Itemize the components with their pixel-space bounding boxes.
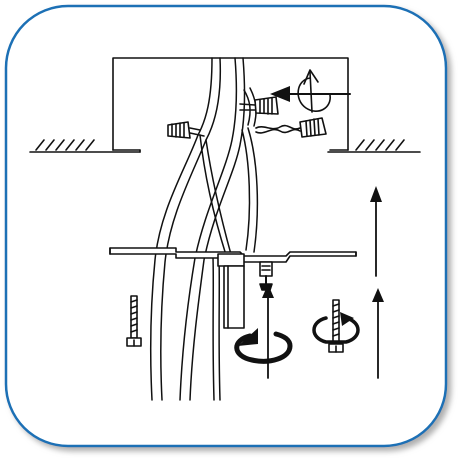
rotate-arrow-right-icon (312, 312, 360, 344)
center-stem (217, 253, 245, 329)
ground-screw (259, 261, 273, 291)
ceiling-right (327, 139, 421, 153)
panel-border (4, 4, 448, 448)
wire-nut-right (255, 117, 327, 138)
up-arrow-center-icon (262, 284, 274, 379)
rotate-arrow-top-icon (297, 69, 331, 113)
junction-box (112, 57, 349, 153)
up-arrow-right-icon (372, 288, 384, 379)
wire-nut-left (167, 121, 205, 139)
wire-nut-upper (239, 96, 279, 115)
mounting-screw-left (126, 295, 142, 347)
ceiling-left (29, 139, 141, 153)
mounting-screw-right (328, 299, 344, 353)
up-arrow-tall-icon (370, 186, 382, 277)
rotate-arrow-bottom-icon (234, 328, 293, 364)
push-arrow-icon (270, 86, 351, 102)
wire-bundle (150, 57, 259, 401)
